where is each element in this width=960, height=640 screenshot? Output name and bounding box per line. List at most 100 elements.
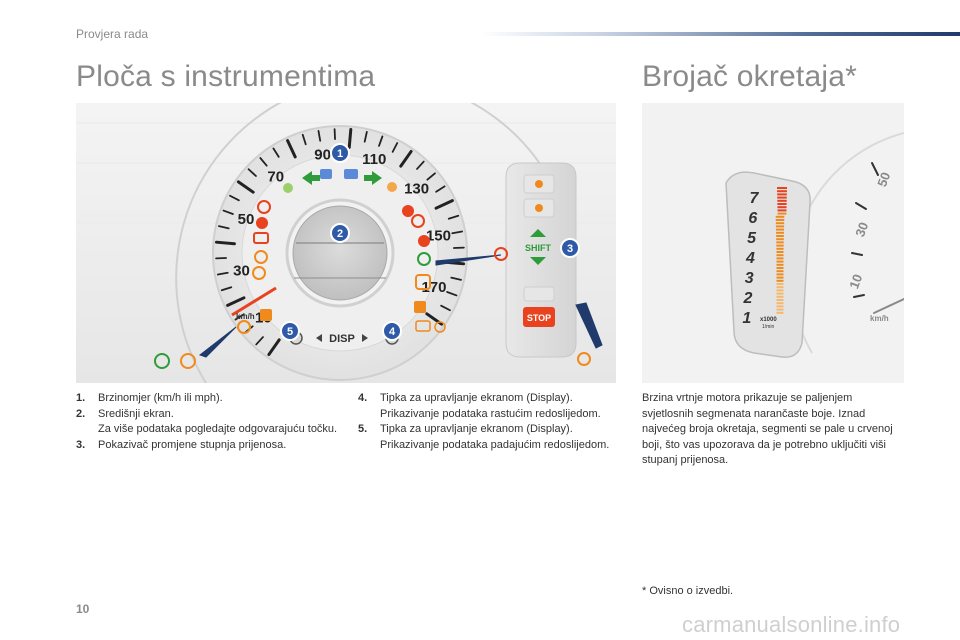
stop-label: STOP — [527, 313, 551, 323]
rev-segment — [776, 276, 784, 279]
speed-tick-label: 130 — [404, 181, 429, 198]
speed-tick — [440, 304, 451, 312]
rev-segment — [776, 267, 784, 269]
rev-segment — [777, 212, 787, 215]
speed-tick — [301, 133, 307, 146]
rev-segment — [777, 199, 787, 202]
speed-tick — [222, 209, 234, 215]
rev-scale-label: 6 — [748, 210, 757, 227]
rev-segment — [776, 254, 784, 257]
speed-tick — [259, 157, 268, 167]
list-item-2: 2. Središnji ekran. Za više podataka pog… — [76, 407, 338, 436]
rev-scale-label: 5 — [747, 230, 757, 247]
svg-text:1: 1 — [337, 148, 343, 160]
section-label: Provjera rada — [76, 27, 149, 41]
speed-tick — [220, 286, 233, 292]
list-item-4: 4. Tipka za upravljanje ekranom (Display… — [358, 392, 601, 420]
disp-label: DISP — [329, 333, 355, 345]
rev-description: Brzina vrtnje motora prikazuje se paljen… — [642, 392, 893, 466]
speed-tick — [272, 147, 280, 158]
header-gradient-bar — [480, 32, 960, 36]
rev-segment — [776, 273, 784, 276]
page-title-rev-counter: Brojač okretaja* — [642, 60, 857, 93]
speed-tick-label: 150 — [426, 228, 451, 245]
rev-segment — [777, 193, 787, 196]
rev-unit-top: x1000 — [760, 317, 777, 323]
speed-tick — [286, 139, 297, 159]
callout-4: 4 — [382, 321, 402, 341]
rev-segment — [777, 203, 787, 205]
list-item-5: 5. Tipka za upravljanje ekranom (Display… — [358, 423, 610, 451]
rev-segment — [775, 222, 785, 225]
speed-tick — [236, 180, 255, 194]
speed-tick-label: 170 — [421, 279, 446, 296]
rev-segment — [777, 209, 787, 212]
rev-segment — [777, 187, 787, 189]
shift-label: SHIFT — [525, 243, 552, 253]
speed-tick — [426, 172, 436, 181]
rev-segment — [776, 286, 784, 289]
rev-segment — [776, 235, 784, 237]
rev-segment — [776, 305, 784, 308]
page-number: 10 — [76, 602, 90, 616]
svg-text:4: 4 — [389, 326, 396, 338]
rev-segment — [777, 190, 787, 193]
list-item-3: 3. Pokazivač promjene stupnja prijenosa. — [76, 438, 287, 451]
speed-tick — [218, 225, 230, 230]
list-left: 1. Brzinomjer (km/h ili mph). 2. Središn… — [76, 391, 338, 453]
rev-segment — [776, 302, 784, 305]
speed-tick — [399, 149, 413, 168]
speed-tick — [267, 338, 281, 357]
rev-segment — [777, 196, 787, 199]
speed-tick — [216, 271, 229, 276]
speed-unit-label: km/h — [236, 312, 255, 321]
speed-tick — [229, 194, 240, 202]
rev-scale-label: 4 — [745, 250, 755, 267]
speed-tick-label: 70 — [267, 168, 284, 185]
rev-segment — [776, 299, 784, 301]
rev-segment — [776, 251, 784, 253]
speed-tick-label: 50 — [238, 211, 255, 228]
watermark: carmanualsonline.info — [682, 612, 901, 637]
speed-tick — [214, 240, 236, 246]
rev-speed-tick-label: 30 — [852, 220, 871, 239]
list-item-1: 1. Brzinomjer (km/h ili mph). — [76, 392, 223, 404]
rev-segment — [776, 238, 784, 241]
rev-speed-tick-label: 50 — [874, 170, 893, 189]
rev-segment — [776, 295, 784, 298]
rev-segment — [776, 283, 784, 285]
rev-segment — [776, 279, 784, 282]
speed-tick — [247, 168, 257, 177]
speed-tick — [450, 276, 462, 281]
page-title-instrument-panel: Ploča s instrumentima — [76, 60, 376, 93]
callout-3: 3 — [560, 238, 580, 258]
rev-segment — [776, 289, 784, 292]
speed-tick — [446, 291, 458, 297]
rev-segment — [775, 215, 785, 218]
instrument-panel-illustration: 1030507090110130150170 — [76, 77, 616, 384]
callout-1: 1 — [330, 143, 350, 163]
rev-scale-label: 7 — [750, 190, 760, 207]
rev-segment — [775, 228, 785, 231]
rev-segment — [776, 311, 784, 314]
rev-segment — [776, 292, 784, 295]
rev-segment — [777, 206, 787, 209]
rev-unit-bottom: 1/min — [762, 324, 774, 330]
rev-segment — [776, 263, 784, 266]
svg-text:5: 5 — [287, 326, 293, 338]
rev-scale-label: 2 — [743, 290, 753, 307]
rev-segment — [775, 219, 785, 221]
rev-segment — [776, 241, 784, 244]
speed-tick — [363, 131, 368, 143]
speed-tick — [391, 142, 399, 153]
speed-tick — [378, 135, 384, 147]
indicator-row-top — [283, 169, 397, 193]
rev-scale-label: 3 — [745, 270, 754, 287]
speed-tick — [317, 129, 322, 142]
rev-speed-tick-label: 10 — [846, 272, 865, 291]
rev-speed-unit: km/h — [870, 314, 889, 323]
svg-text:3: 3 — [567, 243, 573, 255]
speed-tick — [435, 185, 446, 193]
rev-segment — [776, 247, 784, 250]
